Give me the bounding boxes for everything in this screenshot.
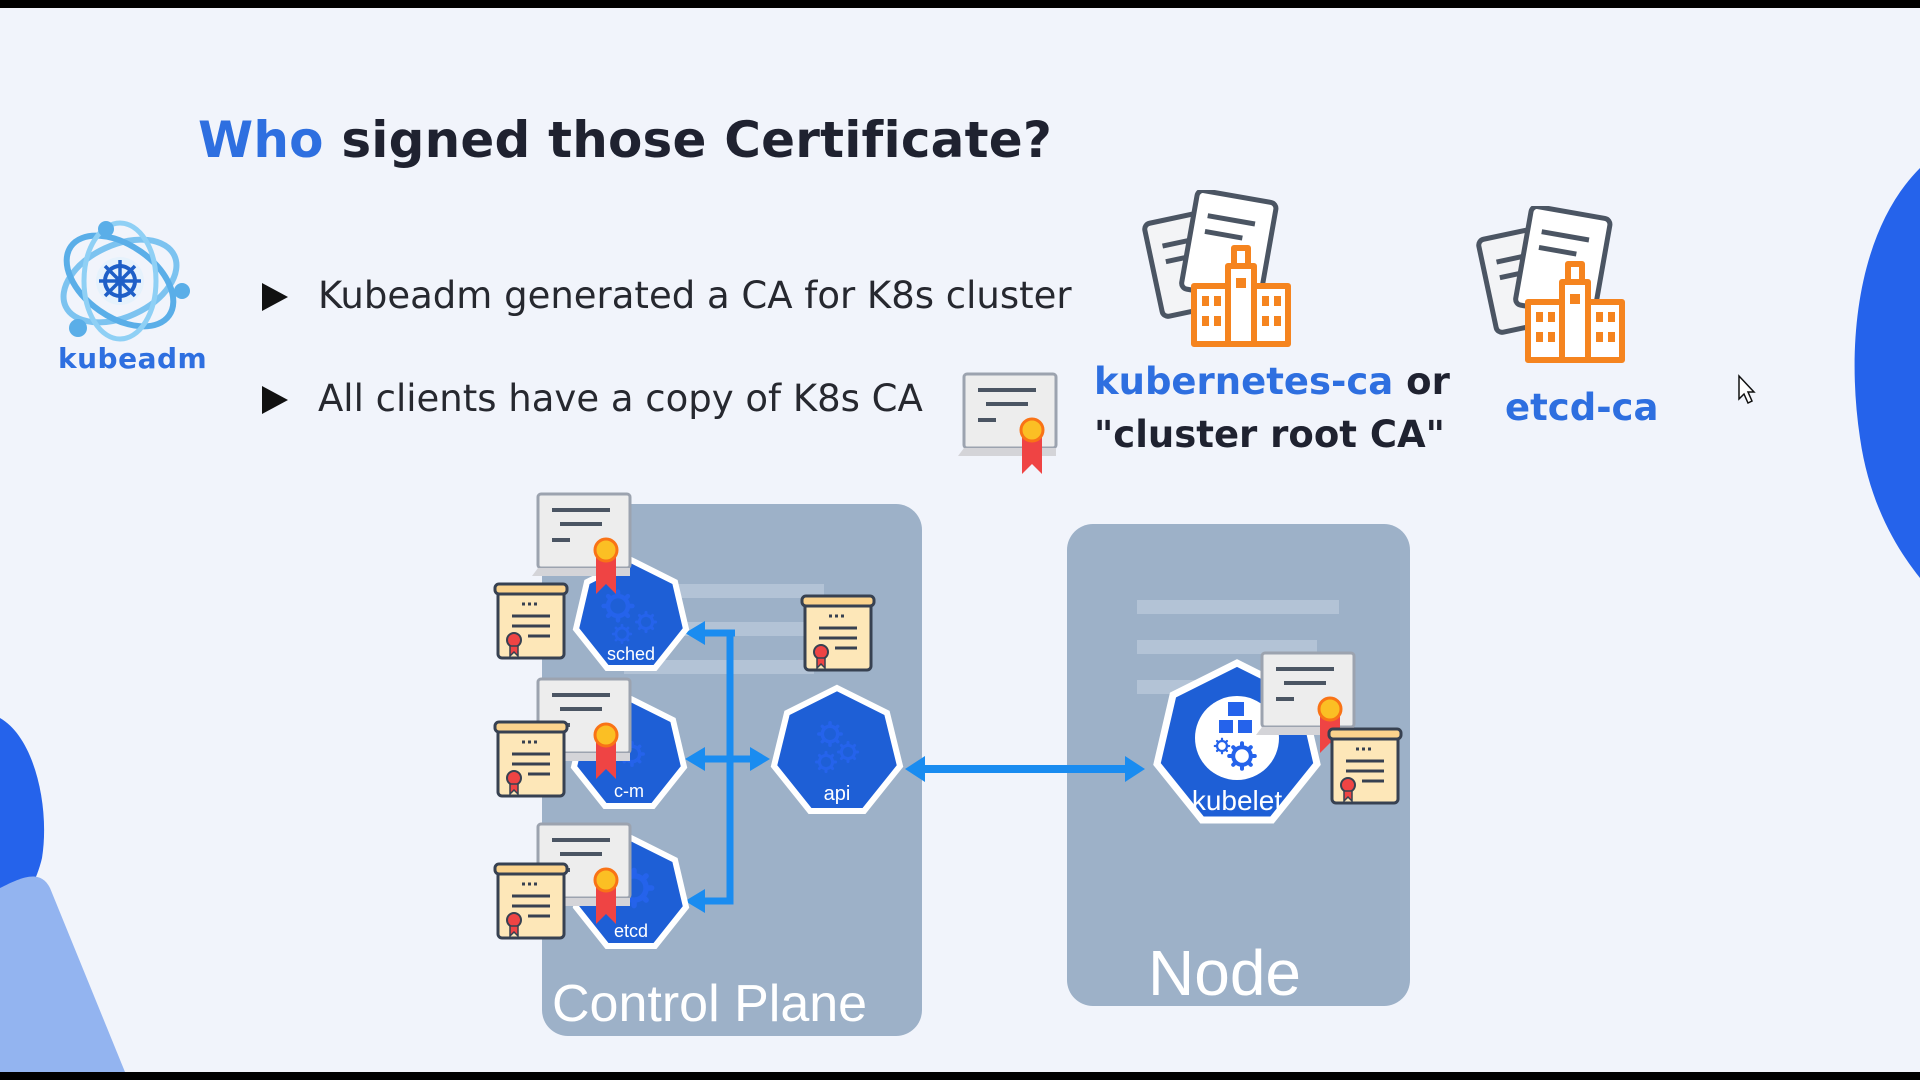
left-light-shape xyxy=(0,876,125,1072)
panel-line xyxy=(624,660,814,674)
bullet-ca-generated: Kubeadm generated a CA for K8s cluster xyxy=(262,274,1072,317)
sched-label: sched xyxy=(607,644,655,664)
bullet-text: Kubeadm generated a CA for K8s cluster xyxy=(318,274,1072,317)
sched-icon: sched xyxy=(572,556,690,671)
etcd-key-scroll-icon xyxy=(493,862,569,940)
panel-line xyxy=(1137,640,1317,654)
title-rest: signed those Certificate? xyxy=(341,111,1053,169)
right-blob-shape xyxy=(1854,168,1920,578)
api-kubelet-arrow xyxy=(905,756,1145,782)
bullet-arrow-icon xyxy=(262,283,288,311)
kubernetes-ca-label: kubernetes-ca or xyxy=(1094,360,1450,403)
api-key-scroll-icon xyxy=(800,594,876,672)
arrow-to-api xyxy=(750,747,770,771)
kubelet-key-scroll-icon xyxy=(1327,727,1403,805)
api-icon: api xyxy=(770,684,904,814)
arrow-to-cm xyxy=(685,747,705,771)
page-title: Who signed those Certificate? xyxy=(198,111,1052,169)
pki-diagram: sched c-m etcd api xyxy=(493,372,1756,949)
api-label: api xyxy=(824,783,851,805)
bullet-clients-copy: All clients have a copy of K8s CA xyxy=(262,377,923,420)
etcd-label: etcd xyxy=(614,921,648,941)
kubeadm-logo-icon xyxy=(60,220,190,342)
control-plane-label: Control Plane xyxy=(552,975,868,1033)
left-blob-shape xyxy=(0,718,45,928)
slide: Who signed those Certificate? kubeadm Ku… xyxy=(0,8,1920,1072)
sched-key-scroll-icon xyxy=(493,582,569,660)
arrow-to-etcd xyxy=(685,889,705,913)
background-shapes xyxy=(0,168,1920,1072)
control-plane-connector xyxy=(700,629,755,905)
cm-label: c-m xyxy=(614,781,644,801)
bullet-arrow-icon xyxy=(262,386,288,414)
arrow-to-sched xyxy=(685,621,705,645)
node-label: Node xyxy=(1148,937,1301,1009)
etcd-ca-building-icon xyxy=(1476,206,1625,363)
kubernetes-ca-building-icon xyxy=(1142,190,1291,347)
kubelet-label: kubelet xyxy=(1192,785,1283,816)
cluster-root-ca-label: "cluster root CA" xyxy=(1094,413,1445,456)
bullet-text: All clients have a copy of K8s CA xyxy=(318,377,923,420)
cm-key-scroll-icon xyxy=(493,720,569,798)
mouse-cursor-icon xyxy=(1738,374,1756,405)
sched-certificate-icon xyxy=(530,492,632,596)
title-highlight: Who xyxy=(198,111,324,169)
kubeadm-label: kubeadm xyxy=(58,342,208,375)
kubernetes-ca-certificate-icon xyxy=(956,372,1058,476)
etcd-ca-label: etcd-ca xyxy=(1505,386,1659,429)
panel-line xyxy=(1137,600,1339,614)
